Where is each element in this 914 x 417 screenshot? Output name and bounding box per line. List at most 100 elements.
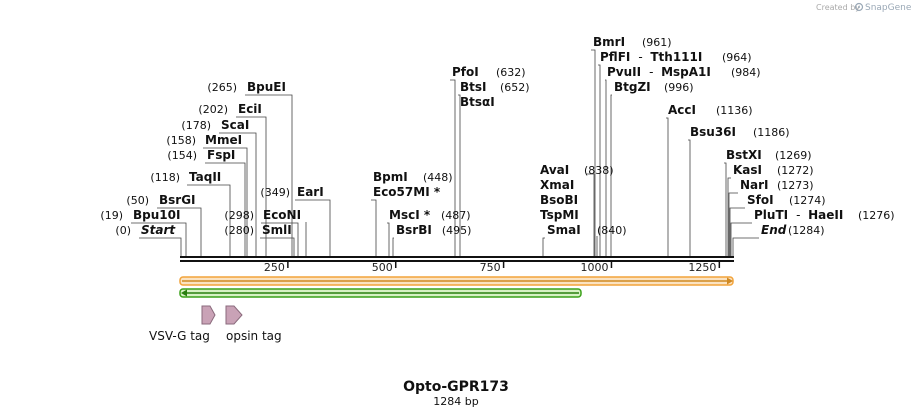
map-size: 1284 bp xyxy=(433,395,478,408)
site-ecii[interactable]: EciI xyxy=(238,102,262,116)
site-line-btsi xyxy=(458,94,461,257)
site-line-smai xyxy=(542,237,545,257)
site-pos-kasi: (1272) xyxy=(777,164,814,177)
site-line-mmei xyxy=(203,147,248,257)
site-bstxi[interactable]: BstXI xyxy=(726,148,762,162)
site-mspa1i[interactable]: MspA1I xyxy=(661,65,711,79)
site-pluti[interactable]: PluTI xyxy=(754,208,788,222)
site-fspi[interactable]: FspI xyxy=(207,148,235,162)
site-scai[interactable]: ScaI xyxy=(221,118,249,132)
site-pos-bsrbi: (495) xyxy=(442,224,472,237)
site-bts-i[interactable]: BtsαI xyxy=(460,95,495,109)
site-line-sfoi xyxy=(729,207,745,257)
site-pos-pfoi: (632) xyxy=(496,66,526,79)
ruler-ticks: 250 500 750 1000 1250 xyxy=(264,261,721,274)
site-pos-btsi: (652) xyxy=(500,81,530,94)
site-line-pluti xyxy=(730,222,752,257)
site-line-eco57mi xyxy=(371,199,377,257)
site-line-taqii xyxy=(187,184,231,257)
site-start[interactable]: Start xyxy=(141,223,176,237)
site-pos-bmri: (961) xyxy=(642,36,672,49)
site-haeii[interactable]: HaeII xyxy=(808,208,843,222)
site-pvuii[interactable]: PvuII xyxy=(607,65,641,79)
tick-label-1250: 1250 xyxy=(688,261,716,274)
site-line-smli xyxy=(260,237,295,257)
green-feature-arrow xyxy=(179,288,582,298)
site-line-scai xyxy=(219,132,257,257)
site-line-start xyxy=(139,237,182,257)
site-line-nari xyxy=(728,192,738,257)
credit-brand: SnapGene xyxy=(865,3,912,13)
site-pos-msci: (487) xyxy=(441,209,471,222)
site-pos-end: (1284) xyxy=(788,224,825,237)
site-lines xyxy=(131,49,759,257)
site-pos-smli: (280) xyxy=(224,224,254,237)
site-bsu36i[interactable]: Bsu36I xyxy=(690,125,736,139)
site-bmri[interactable]: BmrI xyxy=(593,35,625,49)
site-eari[interactable]: EarI xyxy=(297,185,324,199)
site-line-acci xyxy=(666,117,669,257)
site-acci[interactable]: AccI xyxy=(668,103,696,117)
site-end[interactable]: End xyxy=(761,223,787,237)
tick-label-750: 750 xyxy=(480,261,501,274)
map-title: Opto-GPR173 xyxy=(403,379,509,395)
site-taqii[interactable]: TaqII xyxy=(189,170,221,184)
site-bpuei[interactable]: BpuEI xyxy=(247,80,286,94)
site-tth111i[interactable]: Tth111I xyxy=(650,50,702,64)
site-tspmi[interactable]: TspMI xyxy=(540,208,579,222)
site-pos-bpmi: (448) xyxy=(423,171,453,184)
site-pfoi[interactable]: PfoI xyxy=(452,65,479,79)
site-pos-acci: (1136) xyxy=(716,104,753,117)
site-pos-avai: (838) xyxy=(584,164,614,177)
site-pos-bsrgi: (50) xyxy=(126,194,149,207)
site-sfoi[interactable]: SfoI xyxy=(747,193,774,207)
site-dash: - xyxy=(796,208,800,222)
site-pos-pvuii: (984) xyxy=(731,66,761,79)
site-labels: (0)Start(19)Bpu10I(50)BsrGI(118)TaqII(15… xyxy=(100,35,894,237)
site-bsrgi[interactable]: BsrGI xyxy=(159,193,196,207)
site-line-pvuii xyxy=(605,79,607,257)
site-pos-pflfi: (964) xyxy=(722,51,752,64)
tick-label-250: 250 xyxy=(264,261,285,274)
site-line-avai xyxy=(586,173,595,257)
site-bsobi[interactable]: BsoBI xyxy=(540,193,578,207)
site-bsrbi[interactable]: BsrBI xyxy=(396,223,432,237)
site-dash: - xyxy=(649,65,653,79)
tick-label-500: 500 xyxy=(372,261,393,274)
site-btsi[interactable]: BtsI xyxy=(460,80,487,94)
site-xmai[interactable]: XmaI xyxy=(540,178,574,192)
site-line-bpu10i xyxy=(131,222,187,257)
site-pos-mmei: (158) xyxy=(166,134,196,147)
site-dash: - xyxy=(638,50,642,64)
site-pos-bpuei: (265) xyxy=(207,81,237,94)
site-smai[interactable]: SmaI xyxy=(547,223,581,237)
site-mmei[interactable]: MmeI xyxy=(205,133,242,147)
site-pos-taqii: (118) xyxy=(150,171,180,184)
site-eco57mi[interactable]: Eco57MI * xyxy=(373,185,441,199)
site-nari[interactable]: NarI xyxy=(740,178,769,192)
site-bpmi[interactable]: BpmI xyxy=(373,170,408,184)
tick-label-1000: 1000 xyxy=(580,261,608,274)
site-pos-eari: (349) xyxy=(260,186,290,199)
site-avai[interactable]: AvaI xyxy=(540,163,569,177)
snapgene-credit: Created by SnapGene xyxy=(816,2,912,13)
sequence-ruler: 250 500 750 1000 1250 xyxy=(180,256,734,274)
site-pos-start: (0) xyxy=(115,224,131,237)
site-smli[interactable]: SmlI xyxy=(262,223,292,237)
site-econi[interactable]: EcoNI xyxy=(263,208,301,222)
site-kasi[interactable]: KasI xyxy=(733,163,762,177)
site-line-pflfi xyxy=(598,64,601,257)
site-msci[interactable]: MscI * xyxy=(389,208,431,222)
site-line-bsrgi xyxy=(157,207,202,257)
vsv-g-tag-feature[interactable] xyxy=(201,305,216,325)
site-line-bstxi xyxy=(724,162,727,257)
site-pflfi[interactable]: PflFI xyxy=(600,50,630,64)
site-line-eari xyxy=(295,199,331,257)
site-pos-ecii: (202) xyxy=(198,103,228,116)
site-bpu10i[interactable]: Bpu10I xyxy=(133,208,180,222)
opsin-tag-feature[interactable] xyxy=(225,305,243,325)
site-btgzi[interactable]: BtgZI xyxy=(614,80,651,94)
site-line-btgzi xyxy=(610,94,612,257)
snapgene-logo-icon xyxy=(854,2,864,12)
